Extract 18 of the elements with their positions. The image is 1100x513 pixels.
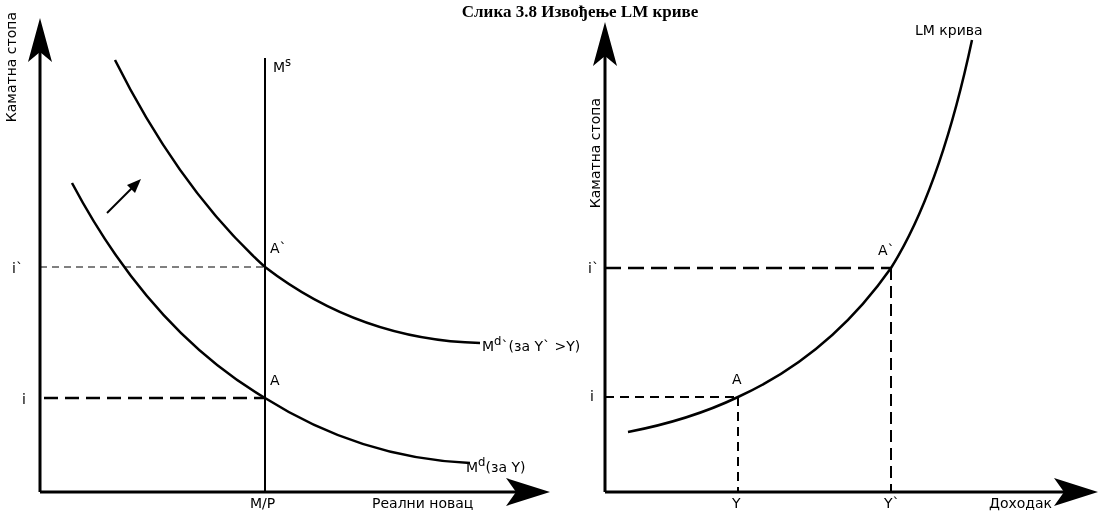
axis-title: Реални новац	[372, 495, 474, 511]
point-label: A	[732, 371, 742, 387]
tick-label: i	[22, 391, 26, 407]
axis-title: Доходак	[989, 495, 1053, 511]
axis-title: Каматна стопа	[587, 98, 603, 209]
tick-label: i	[590, 388, 594, 404]
tick-label: M/P	[250, 495, 276, 511]
axis-title: Каматна стопа	[3, 12, 19, 123]
tick-label: i`	[588, 260, 599, 276]
tick-label: Y`	[884, 495, 900, 511]
curve-label: M$^{d}$`(за Y` >Y)	[482, 333, 581, 354]
tick-label: i`	[12, 260, 23, 276]
point-label: A`	[878, 242, 895, 258]
tick-label: Y	[732, 495, 741, 511]
point-label: A`	[270, 240, 287, 256]
point-label: A	[270, 372, 280, 388]
curve-label: LM крива	[915, 22, 983, 38]
curve-label: M$^{s}$	[273, 54, 292, 75]
